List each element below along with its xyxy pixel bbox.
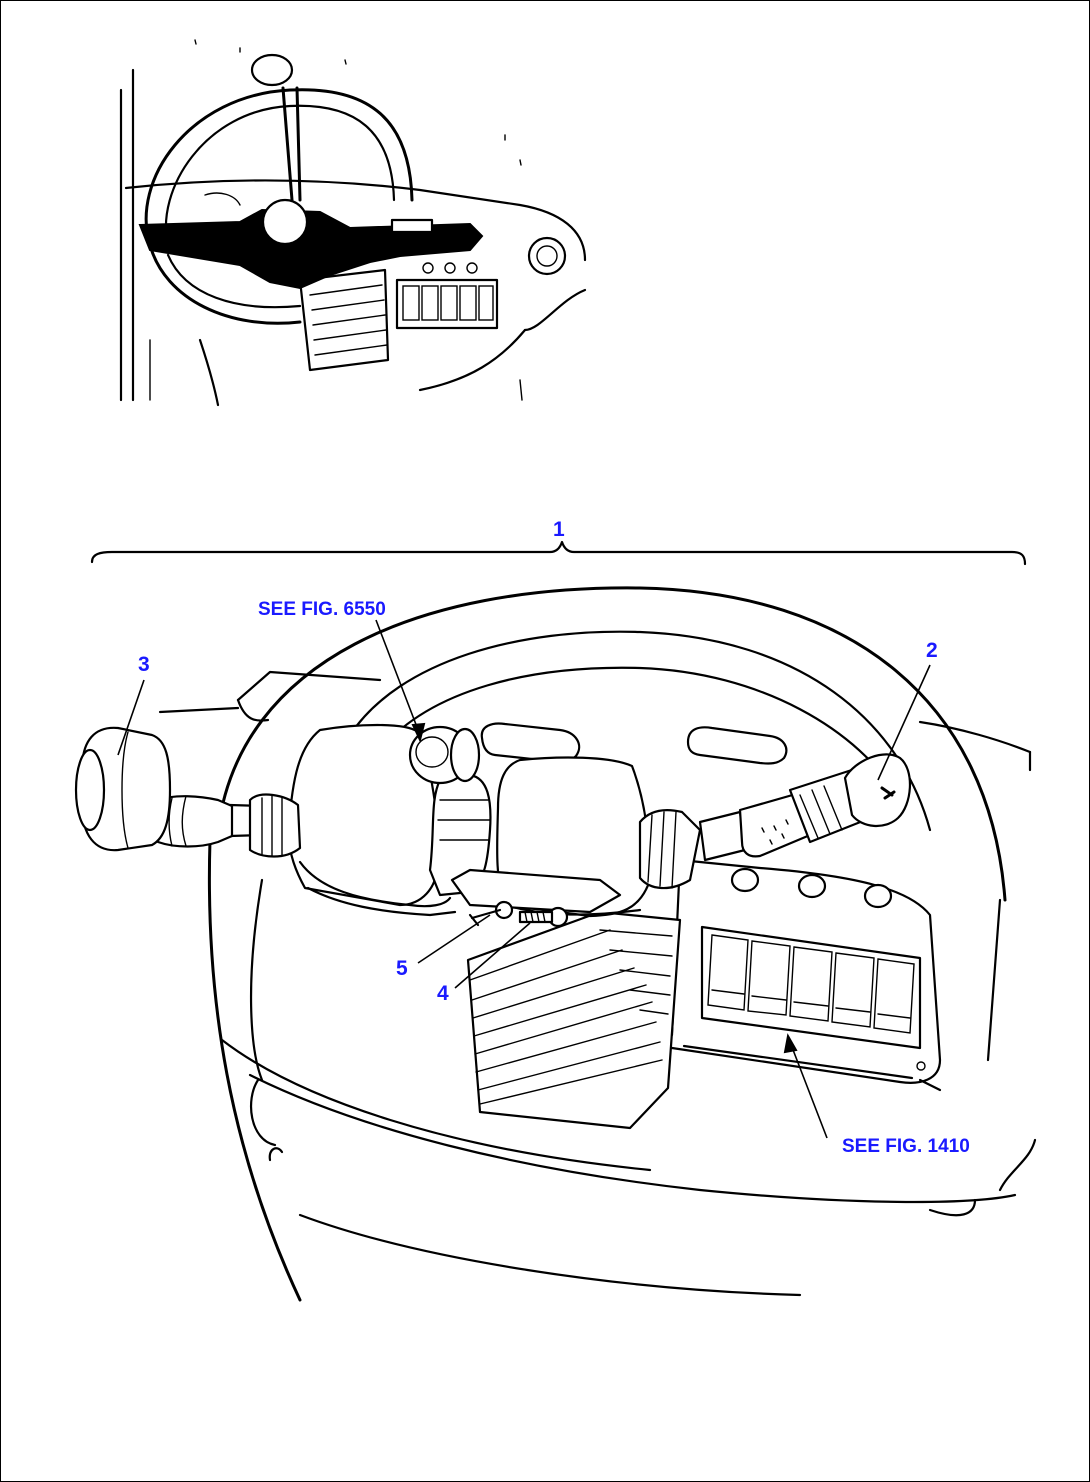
callout-item-3: 3	[138, 653, 150, 676]
callout-item-2: 2	[926, 639, 938, 662]
leader-lines	[117, 619, 931, 1139]
see-fig-1410-reference: SEE FIG. 1410	[842, 1136, 970, 1157]
callout-labels: 1 2 3 4 5 SEE FIG. 6550 SEE FIG. 1410	[138, 518, 970, 1157]
callout-item-5: 5	[396, 957, 408, 980]
callout-item-1: 1	[553, 518, 565, 541]
detail-illustration	[74, 540, 1037, 1302]
overview-illustration	[119, 39, 587, 407]
callout-item-4: 4	[437, 982, 449, 1005]
see-fig-6550-reference: SEE FIG. 6550	[258, 599, 386, 620]
